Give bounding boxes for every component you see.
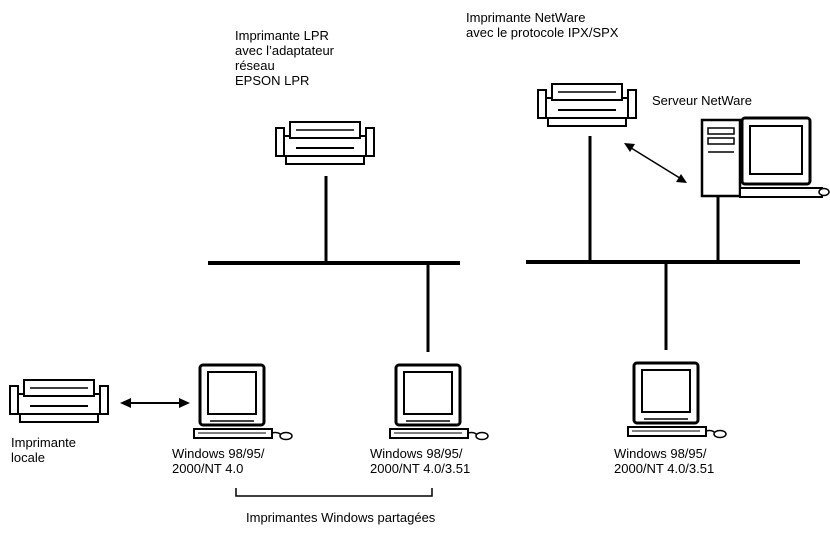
printer-icon [537, 83, 637, 127]
printer-icon [275, 121, 375, 165]
server-link-arrow [624, 143, 687, 183]
client-1-label: Windows 98/95/ 2000/NT 4.0 [172, 446, 265, 476]
shared-printers-caption: Imprimantes Windows partagées [246, 510, 436, 525]
netware-server-label: Serveur NetWare [652, 93, 752, 108]
printer-icon [9, 379, 109, 423]
local-printer-label: Imprimante locale [11, 435, 77, 465]
computer-icon [626, 361, 728, 439]
local-link-arrow [120, 398, 190, 408]
shared-bracket [235, 488, 433, 497]
computer-icon [388, 363, 490, 441]
computer-icon [192, 363, 294, 441]
client-3-label: Windows 98/95/ 2000/NT 4.0/3.51 [614, 446, 715, 476]
client-2-label: Windows 98/95/ 2000/NT 4.0/3.51 [370, 446, 471, 476]
netware-printer-label: Imprimante NetWare avec le protocole IPX… [466, 10, 619, 40]
lpr-printer-label: Imprimante LPR avec l’adaptateur réseau … [235, 28, 335, 88]
server-icon [700, 116, 830, 198]
